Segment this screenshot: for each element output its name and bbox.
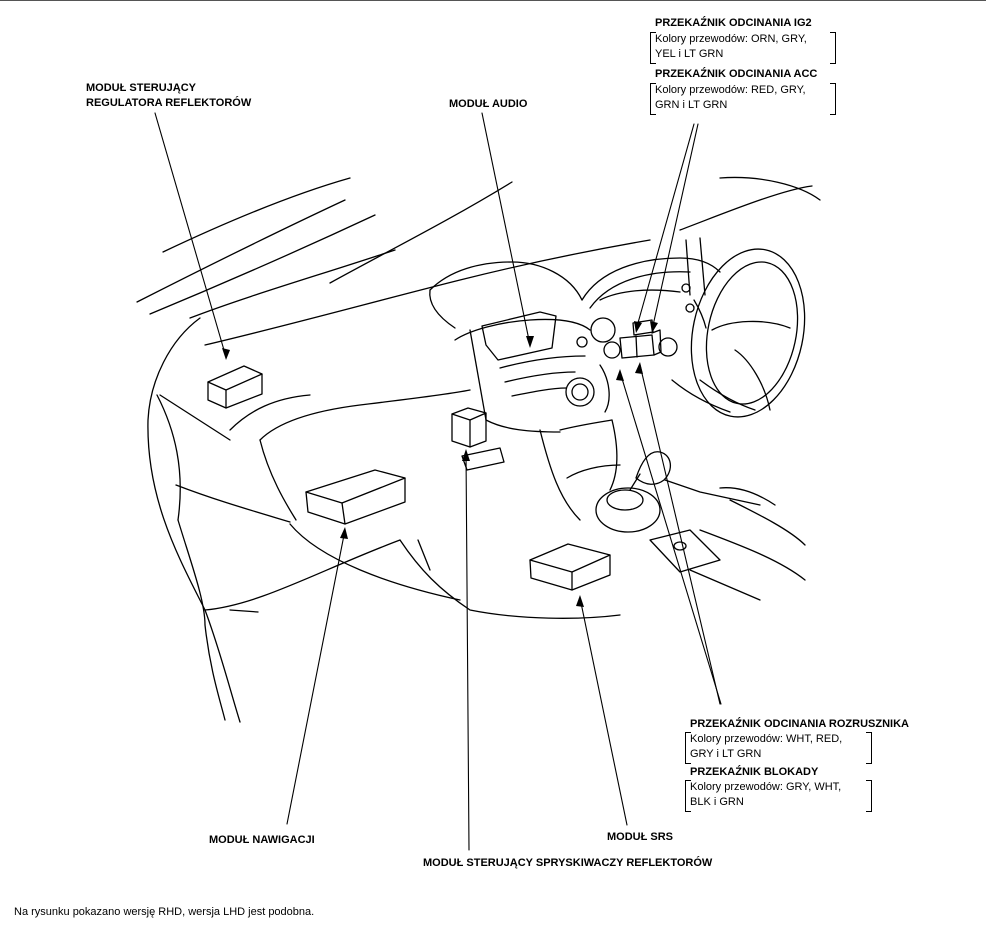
acc-bracket-right	[830, 83, 836, 115]
leader-lines	[154, 112, 722, 851]
starter-wires-line2: GRY i LT GRN	[690, 748, 762, 760]
module-boxes	[207, 365, 611, 591]
navigation-module-label: MODUŁ NAWIGACJI	[209, 834, 315, 846]
audio-module-label: MODUŁ AUDIO	[449, 98, 528, 110]
acc-wires-line1: Kolory przewodów: RED, GRY,	[655, 84, 806, 96]
relay-boxes	[619, 319, 662, 359]
ig2-wires-line1: Kolory przewodów: ORN, GRY,	[655, 33, 807, 45]
acc-wires-line2: GRN i LT GRN	[655, 99, 728, 111]
acc-bracket-left	[650, 83, 656, 115]
lock-bracket-left	[685, 780, 691, 812]
shifter	[595, 451, 806, 601]
starter-wires-line1: Kolory przewodów: WHT, RED,	[690, 733, 843, 745]
windshield-lines	[136, 176, 821, 319]
headlight-leveling-label-line2: REGULATORA REFLEKTORÓW	[86, 97, 252, 109]
ig2-wires-line2: YEL i LT GRN	[655, 48, 724, 60]
ig2-bracket-right	[830, 32, 836, 64]
lock-relay-label: PRZEKAŹNIK BLOKADY	[690, 766, 819, 778]
dashboard-contour	[204, 239, 651, 619]
left-body-lines	[147, 317, 291, 723]
lock-wires-line1: Kolory przewodów: GRY, WHT,	[690, 781, 842, 793]
lock-wires-line2: BLK i GRN	[690, 796, 744, 808]
ig2-bracket-left	[650, 32, 656, 64]
acc-relay-label: PRZEKAŹNIK ODCINANIA ACC	[655, 68, 818, 80]
steering-area	[581, 237, 806, 418]
starter-relay-label: PRZEKAŹNIK ODCINANIA ROZRUSZNIKA	[690, 718, 909, 730]
lock-bracket-right	[866, 780, 872, 812]
leader-arrows	[222, 321, 658, 607]
center-console	[429, 261, 621, 521]
headlight-leveling-label-line1: MODUŁ STERUJĄCY	[86, 82, 197, 94]
ig2-relay-label: PRZEKAŹNIK ODCINANIA IG2	[655, 17, 812, 29]
headlight-washer-module-label: MODUŁ STERUJĄCY SPRYSKIWACZY REFLEKTORÓW	[423, 857, 713, 869]
srs-module-label: MODUŁ SRS	[607, 831, 673, 843]
top-border	[0, 0, 986, 1]
footnote: Na rysunku pokazano wersję RHD, wersja L…	[14, 906, 315, 918]
starter-bracket-left	[685, 732, 691, 764]
starter-bracket-right	[866, 732, 872, 764]
